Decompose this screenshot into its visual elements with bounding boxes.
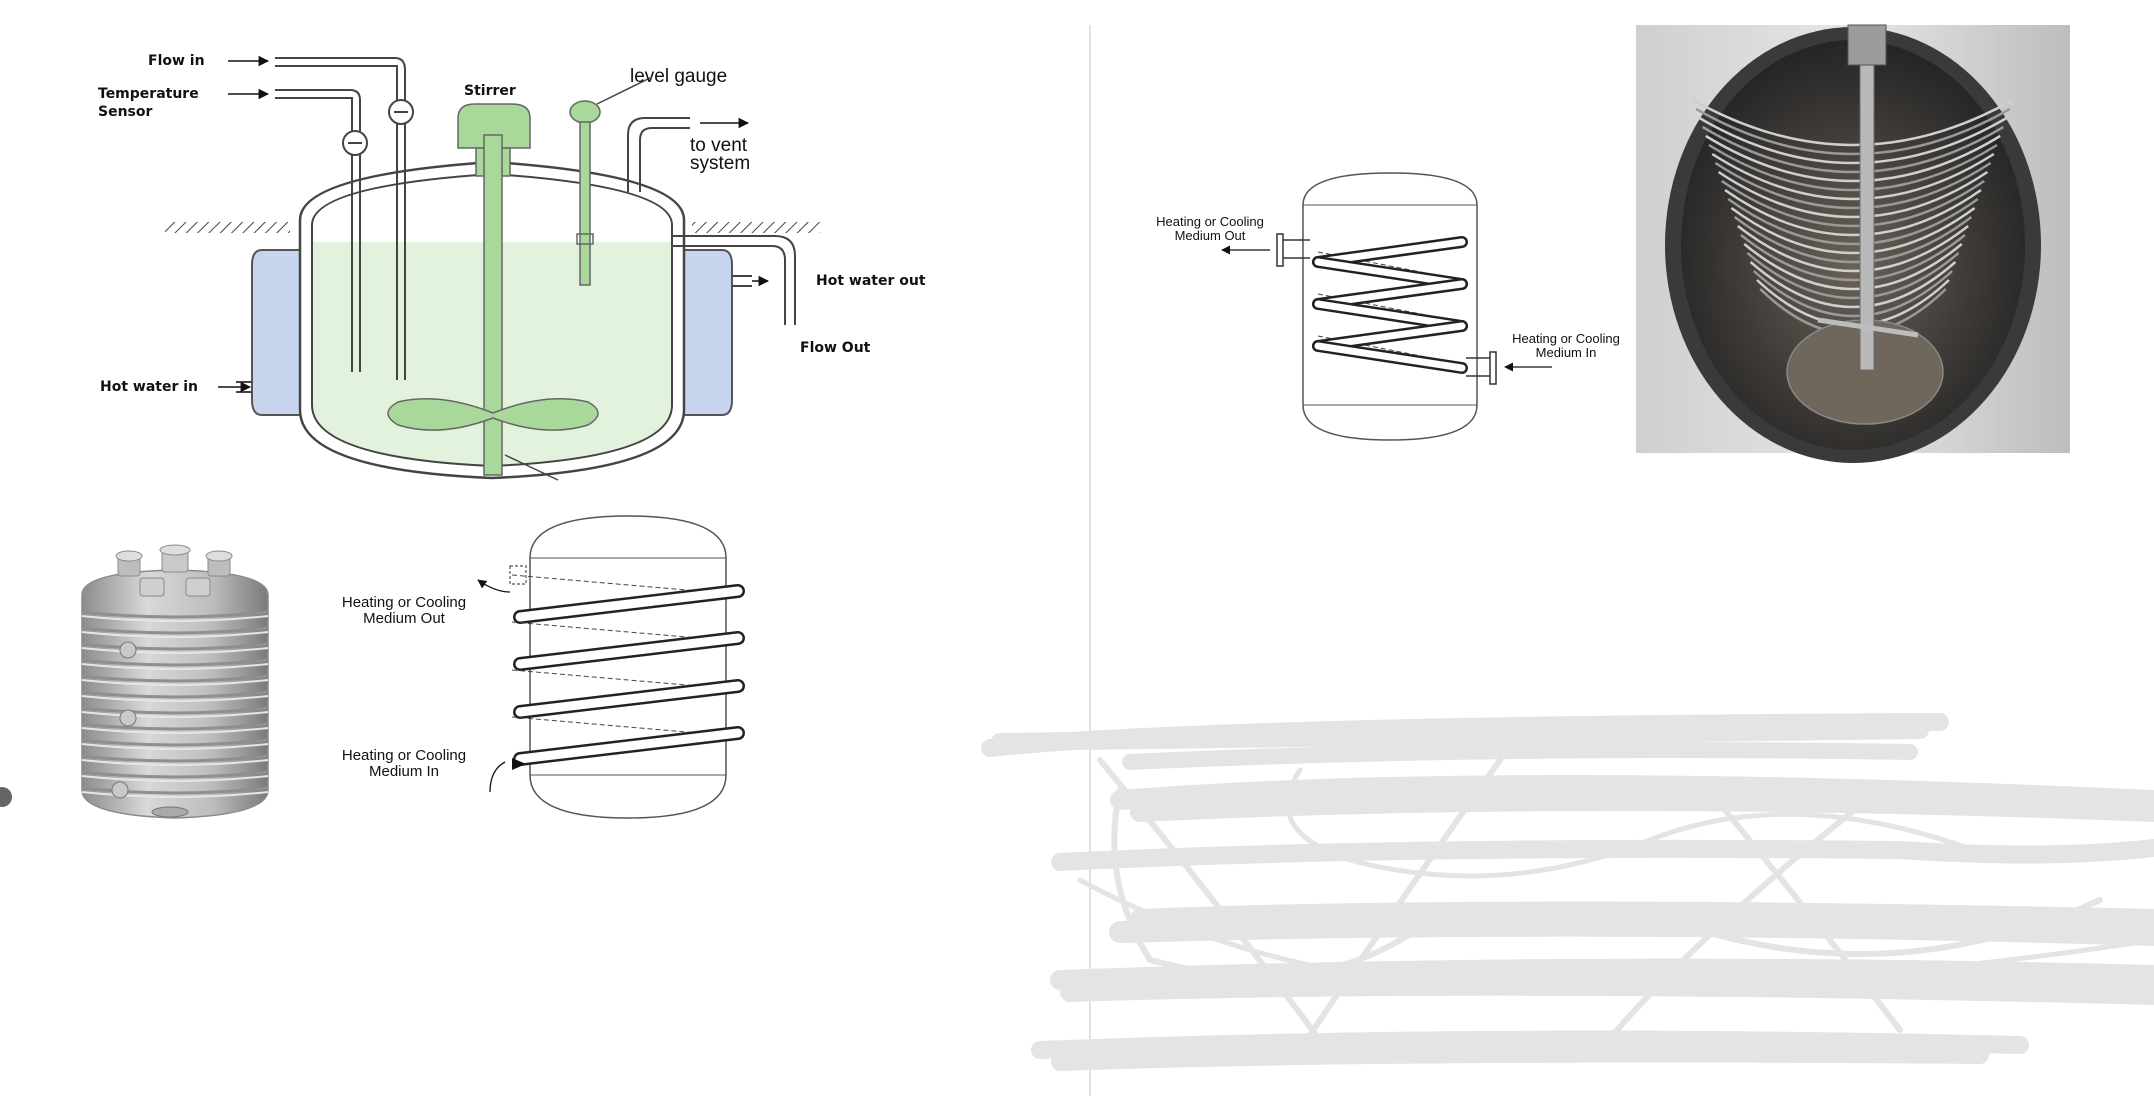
coiled-tank-illustration: [81, 544, 269, 819]
photo-coil-ring: [1698, 116, 2008, 165]
photo-coil-ring: [1717, 170, 1989, 219]
stirrer-motor: [457, 103, 531, 149]
valve-icon: [342, 130, 368, 156]
right-out-label: Heating or Cooling: [1156, 214, 1264, 229]
floor-right: [692, 222, 820, 233]
label-hot-water-out: Hot water out: [816, 273, 926, 289]
label-temperature-sensor: Temperature: [98, 86, 199, 102]
coil-ring-highlight: [81, 695, 269, 702]
photo-coil-ring: [1714, 161, 1992, 210]
photo-coil-ring: [1695, 107, 2011, 156]
circle-marker-icon: [0, 787, 12, 807]
right-out-label-2: Medium Out: [1175, 228, 1246, 243]
flange-icon: [111, 641, 137, 799]
coil-ring-highlight: [81, 775, 269, 782]
coil-ring: [81, 690, 269, 699]
redaction-scribble: [981, 713, 2154, 1071]
jacketed-reactor-diagram: Flow in Temperature Sensor Stirrer level…: [98, 53, 926, 481]
photo-coil-ring: [1740, 234, 1966, 282]
photo-coil-ring: [1705, 134, 2001, 183]
coil-right-loops: [1312, 236, 1468, 374]
label-hot-water-in: Hot water in: [100, 379, 198, 395]
coil-ring-highlight: [81, 647, 269, 654]
inlet-arrow-icon: [512, 758, 526, 770]
right-in-label: Heating or Cooling: [1512, 331, 1620, 346]
coil-ring-highlight: [81, 663, 269, 670]
coil-ring: [81, 626, 269, 635]
photo-coil-ring: [1746, 252, 1960, 300]
coil-diagram-left: Heating or Cooling Medium Out Heating or…: [342, 515, 745, 819]
label-vent-system: system: [690, 153, 750, 174]
photo-coil-ring: [1701, 125, 2005, 174]
coil-ring: [81, 658, 269, 667]
coil-ring: [81, 610, 269, 619]
impeller: [387, 398, 599, 431]
label-level-gauge: level gauge: [630, 66, 727, 87]
coil-ring-highlight: [81, 615, 269, 622]
level-gauge-rod: [579, 121, 591, 286]
coil-ring-highlight: [81, 759, 269, 766]
coil-ring-highlight: [81, 711, 269, 718]
coil-ring: [81, 770, 269, 779]
coil-ring: [81, 642, 269, 651]
coil-ring: [81, 738, 269, 747]
left-out-label-2: Medium Out: [363, 610, 446, 627]
internal-coil-photo: [1636, 24, 2070, 463]
coil-ring: [81, 754, 269, 763]
coil-ring: [81, 786, 269, 795]
photo-coil-ring: [1708, 143, 1998, 192]
stirrer-shaft: [483, 134, 503, 476]
coil-ring-highlight: [81, 631, 269, 638]
jacket-right: [682, 249, 733, 416]
level-gauge-float: [569, 100, 601, 124]
photo-coil-ring: [1749, 261, 1957, 309]
coil-diagram-right: Heating or Cooling Medium Out Heating or…: [1156, 172, 1620, 441]
photo-coil-ring: [1752, 270, 1954, 318]
label-stirrer: Stirrer: [464, 83, 516, 99]
nozzle-icon: [115, 544, 233, 597]
jacket-left: [251, 249, 301, 416]
coil-ring-highlight: [81, 679, 269, 686]
vessel-inner: [311, 172, 673, 468]
photo-coil-ring: [1743, 243, 1963, 291]
photo-coil-ring: [1692, 98, 2014, 147]
label-to-vent: to vent: [690, 135, 748, 156]
left-in-label-2: Medium In: [369, 763, 439, 780]
coil-ring-highlight: [81, 727, 269, 734]
coil-ring-highlight: [81, 743, 269, 750]
floor-left: [165, 222, 290, 233]
coil-ring: [81, 706, 269, 715]
photo-coil-ring: [1730, 206, 1976, 255]
photo-coil-ring: [1733, 216, 1973, 264]
left-out-label: Heating or Cooling: [342, 594, 466, 611]
label-temperature-sensor-2: Sensor: [98, 104, 152, 120]
photo-coil-ring: [1727, 197, 1979, 246]
coil-ring: [81, 674, 269, 683]
left-in-label: Heating or Cooling: [342, 747, 466, 764]
photo-coil-ring: [1724, 188, 1982, 237]
photo-coil-ring: [1737, 225, 1969, 273]
coil-left-loops: [511, 574, 745, 770]
photo-coil-ring: [1711, 152, 1995, 201]
valve-icon: [388, 99, 414, 125]
photo-coil-ring: [1721, 179, 1985, 228]
label-flow-in: Flow in: [148, 53, 205, 69]
label-flow-out: Flow Out: [800, 340, 871, 356]
right-in-label-2: Medium In: [1536, 345, 1597, 360]
coil-ring-highlight: [81, 791, 269, 798]
coil-ring: [81, 722, 269, 731]
